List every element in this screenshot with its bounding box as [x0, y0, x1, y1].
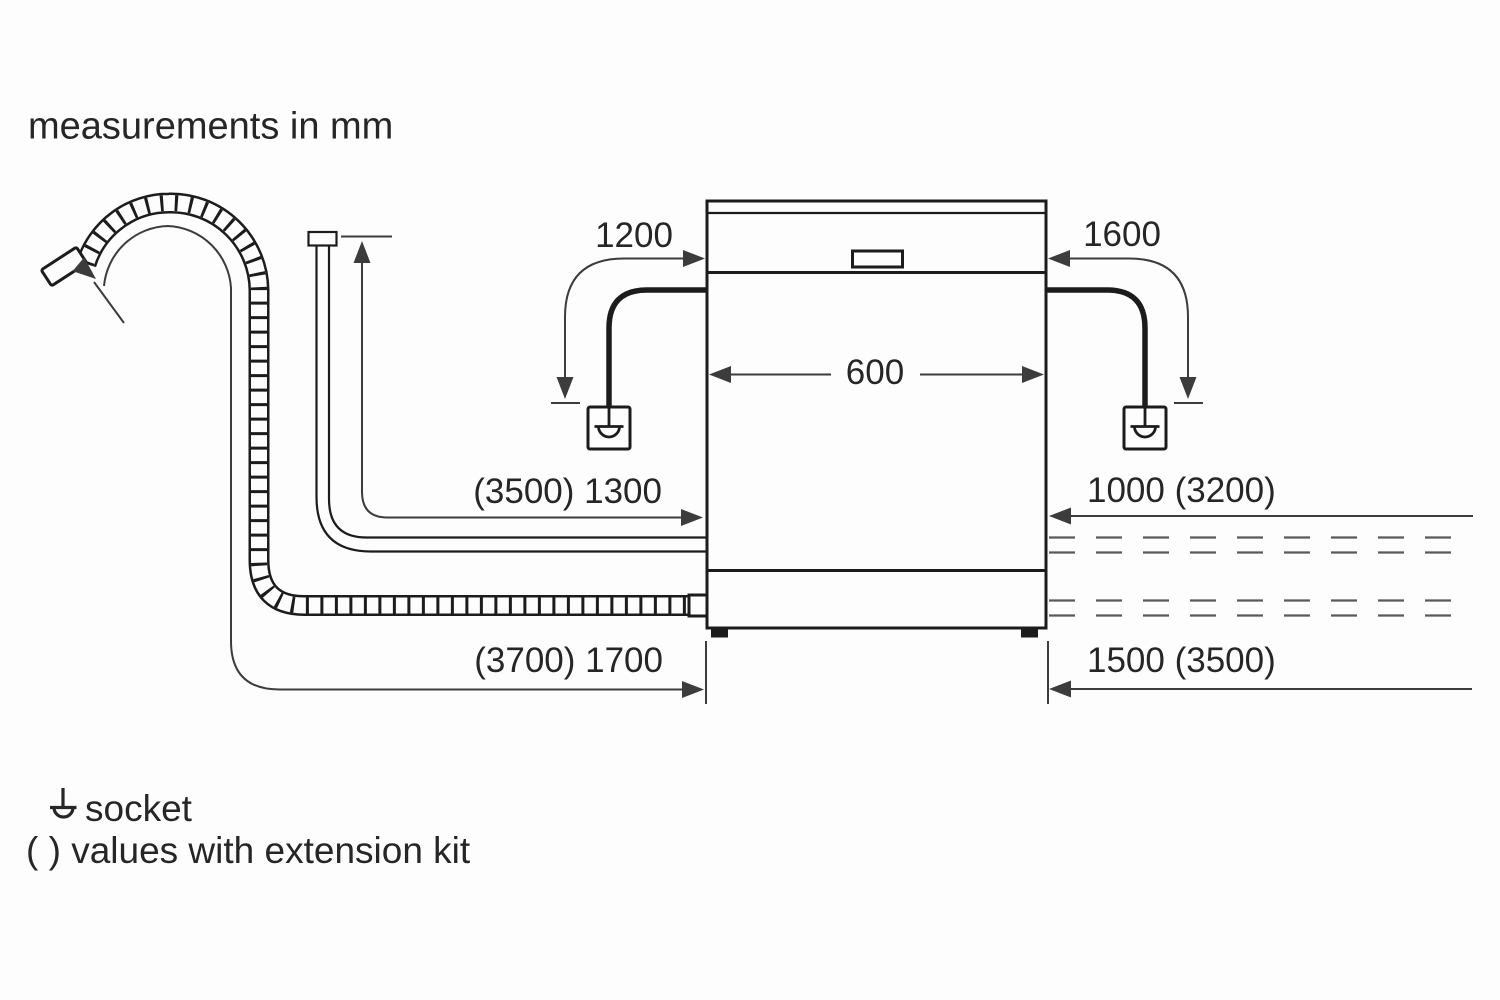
drain-hose-dashed-right — [1049, 599, 1472, 617]
dim-label-drain-hose-right: 1500 (3500) — [1087, 641, 1276, 680]
dim-label-supply-hose-right: 1000 (3200) — [1087, 471, 1276, 510]
supply-hose — [307, 230, 708, 553]
measurements-note: measurements in mm — [28, 105, 394, 148]
dim-label-supply-hose-left: (3500) 1300 — [473, 472, 662, 511]
dishwasher-handle — [851, 249, 904, 269]
drain-hose — [40, 192, 709, 618]
dishwasher-foot-right — [1021, 628, 1038, 638]
dim-drain-hose-left — [72, 224, 704, 698]
dim-label-power-cord-left: 1200 — [595, 216, 673, 255]
legend-socket-label: socket — [85, 788, 192, 829]
dishwasher — [705, 199, 1048, 638]
socket-left-icon — [586, 405, 632, 451]
supply-hose-tap-fitting — [307, 230, 338, 247]
power-cord-left — [606, 287, 707, 406]
dim-label-appliance-width: 600 — [845, 353, 905, 392]
drain-hose-connector — [687, 593, 709, 618]
drain-hose-end-fitting — [40, 246, 88, 287]
supply-hose-dashed-right — [1049, 536, 1472, 554]
legend-socket-icon — [50, 788, 77, 819]
dim-supply-hose-right — [1049, 507, 1473, 525]
legend-extension-note: ( ) values with extension kit — [26, 830, 471, 871]
dishwasher-body — [705, 199, 1048, 630]
dim-drain-hose-right — [1049, 680, 1472, 698]
dim-power-cord-left — [551, 250, 705, 404]
dim-label-power-cord-right: 1600 — [1083, 215, 1161, 254]
power-cord-right — [1046, 287, 1148, 406]
dim-supply-hose-left — [341, 235, 703, 526]
socket-right-icon — [1122, 405, 1168, 451]
dim-label-drain-hose-left: (3700) 1700 — [474, 641, 663, 680]
dim-power-cord-right — [1048, 250, 1203, 404]
dim-appliance-width — [709, 366, 1044, 383]
dishwasher-foot-left — [711, 628, 728, 638]
